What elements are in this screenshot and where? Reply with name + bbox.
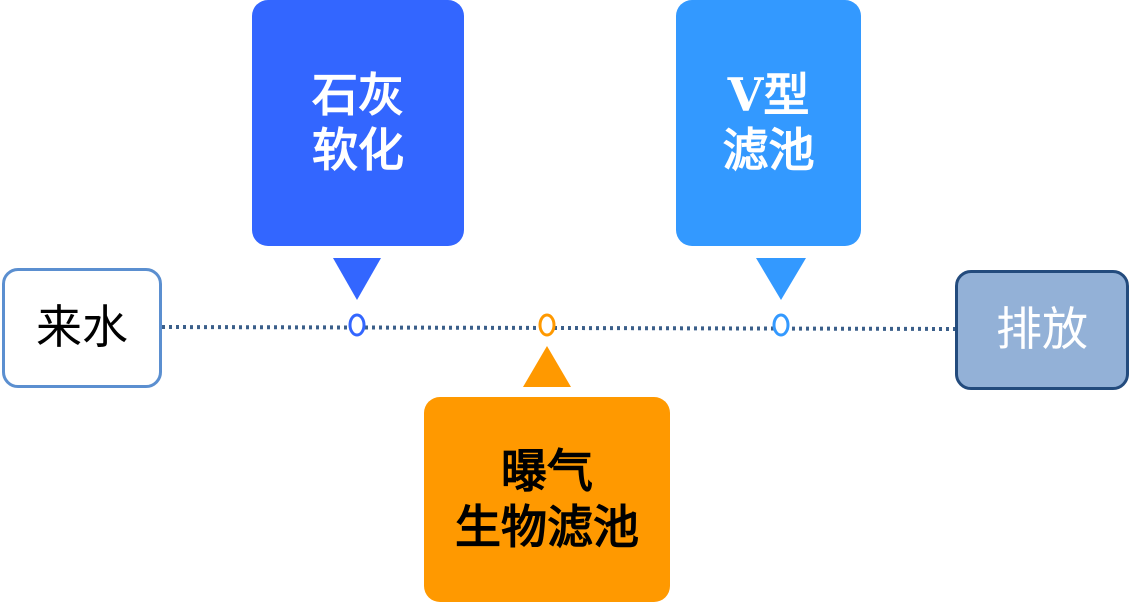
baf-pointer-arrow: [523, 346, 571, 387]
v-filter-node: V型 滤池: [676, 0, 861, 246]
vfilter-connection-marker: [772, 313, 790, 337]
v-filter-label-line1: V型: [727, 67, 810, 122]
inflow-node: 来水: [2, 268, 162, 388]
baf-connection-marker: [538, 313, 556, 337]
lime-softening-node: 石灰 软化: [252, 0, 464, 246]
biological-aerated-filter-node: 曝气 生物滤池: [424, 397, 670, 602]
lime-connection-marker: [348, 313, 366, 337]
discharge-label: 排放: [996, 302, 1088, 357]
vfilter-pointer-arrow: [756, 258, 806, 300]
lime-softening-label-line2: 软化: [312, 123, 404, 177]
v-filter-label-line2: 滤池: [722, 123, 815, 177]
lime-pointer-arrow: [333, 258, 381, 300]
flow-line: [161, 325, 956, 331]
lime-softening-label-line1: 石灰: [312, 67, 404, 122]
discharge-node: 排放: [955, 270, 1129, 390]
baf-label-line2: 生物滤池: [455, 499, 639, 554]
baf-label-line1: 曝气: [501, 444, 593, 499]
inflow-label: 来水: [36, 300, 128, 355]
